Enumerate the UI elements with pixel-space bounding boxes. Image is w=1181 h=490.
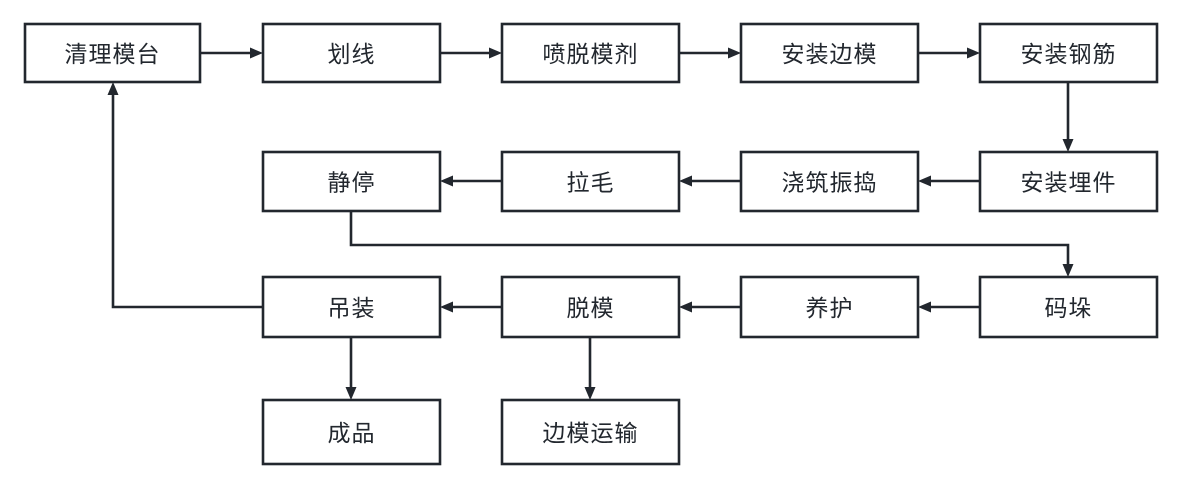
- arrow-head-icon: [250, 47, 263, 59]
- arrow-head-icon: [679, 301, 692, 313]
- edge-n8-to-n9: [440, 175, 502, 187]
- edge-line: [349, 211, 1070, 264]
- node-label: 拉毛: [567, 170, 615, 196]
- process-node-n15[interactable]: 边模运输: [500, 398, 681, 466]
- process-node-n12[interactable]: 脱模: [500, 275, 681, 339]
- node-label: 静停: [328, 170, 376, 196]
- process-node-n9[interactable]: 静停: [261, 150, 442, 213]
- node-label: 边模运输: [543, 420, 639, 446]
- arrow-head-icon: [1062, 264, 1074, 277]
- node-box[interactable]: [978, 150, 1159, 213]
- edge-n3-to-n4: [679, 47, 741, 59]
- node-box[interactable]: [500, 398, 681, 466]
- process-node-n4[interactable]: 安装边模: [739, 22, 920, 84]
- process-node-n6[interactable]: 安装埋件: [978, 150, 1159, 213]
- node-label: 成品: [328, 420, 376, 446]
- node-label: 清理模台: [65, 41, 161, 67]
- edge-n9-to-n10: [349, 211, 1074, 277]
- edges-layer: [107, 47, 1074, 400]
- edge-n12-to-n15: [584, 337, 596, 400]
- edge-n4-to-n5: [918, 47, 980, 59]
- arrow-head-icon: [440, 301, 453, 313]
- arrow-head-icon: [679, 175, 692, 187]
- node-box[interactable]: [261, 150, 442, 213]
- process-node-n3[interactable]: 喷脱模剂: [500, 22, 681, 84]
- arrow-head-icon: [967, 47, 980, 59]
- node-box[interactable]: [978, 275, 1159, 339]
- process-node-n2[interactable]: 划线: [261, 22, 442, 84]
- node-box[interactable]: [500, 22, 681, 84]
- process-node-n5[interactable]: 安装钢筋: [978, 22, 1159, 84]
- node-label: 吊装: [328, 295, 376, 321]
- arrow-head-icon: [489, 47, 502, 59]
- node-label: 安装埋件: [1021, 170, 1117, 196]
- node-box[interactable]: [500, 150, 681, 213]
- node-box[interactable]: [261, 398, 442, 466]
- edge-n2-to-n3: [440, 47, 502, 59]
- node-label: 浇筑振捣: [782, 170, 878, 196]
- node-box[interactable]: [739, 275, 920, 339]
- node-label: 脱模: [567, 295, 615, 321]
- node-label: 安装边模: [782, 41, 878, 67]
- node-box[interactable]: [23, 22, 202, 84]
- node-box[interactable]: [261, 275, 442, 339]
- edge-n13-to-n14: [345, 337, 357, 400]
- edge-n12-to-n13: [440, 301, 502, 313]
- arrow-head-icon: [584, 387, 596, 400]
- arrow-head-icon: [918, 301, 931, 313]
- node-box[interactable]: [739, 22, 920, 84]
- process-node-n7[interactable]: 浇筑振捣: [739, 150, 920, 213]
- process-node-n14[interactable]: 成品: [261, 398, 442, 466]
- arrow-head-icon: [918, 175, 931, 187]
- edge-n5-to-n6: [1062, 82, 1074, 152]
- arrow-head-icon: [440, 175, 453, 187]
- process-node-n10[interactable]: 码垛: [978, 275, 1159, 339]
- edge-line: [111, 95, 263, 309]
- node-label: 安装钢筋: [1021, 41, 1117, 67]
- node-label: 码垛: [1045, 295, 1093, 321]
- node-box[interactable]: [261, 22, 442, 84]
- arrow-head-icon: [345, 387, 357, 400]
- arrow-head-icon: [728, 47, 741, 59]
- node-label: 喷脱模剂: [543, 41, 639, 67]
- process-node-n8[interactable]: 拉毛: [500, 150, 681, 213]
- process-node-n11[interactable]: 养护: [739, 275, 920, 339]
- edge-n11-to-n12: [679, 301, 741, 313]
- process-node-n13[interactable]: 吊装: [261, 275, 442, 339]
- node-box[interactable]: [739, 150, 920, 213]
- arrow-head-icon: [1062, 139, 1074, 152]
- node-box[interactable]: [500, 275, 681, 339]
- edge-n13-to-n1: [107, 82, 263, 309]
- node-label: 养护: [806, 295, 854, 321]
- edge-n10-to-n11: [918, 301, 980, 313]
- edge-n7-to-n8: [679, 175, 741, 187]
- edge-n6-to-n7: [918, 175, 980, 187]
- node-box[interactable]: [978, 22, 1159, 84]
- edge-n1-to-n2: [200, 47, 263, 59]
- process-node-n1[interactable]: 清理模台: [23, 22, 202, 84]
- arrow-head-icon: [107, 82, 119, 95]
- node-label: 划线: [328, 41, 376, 67]
